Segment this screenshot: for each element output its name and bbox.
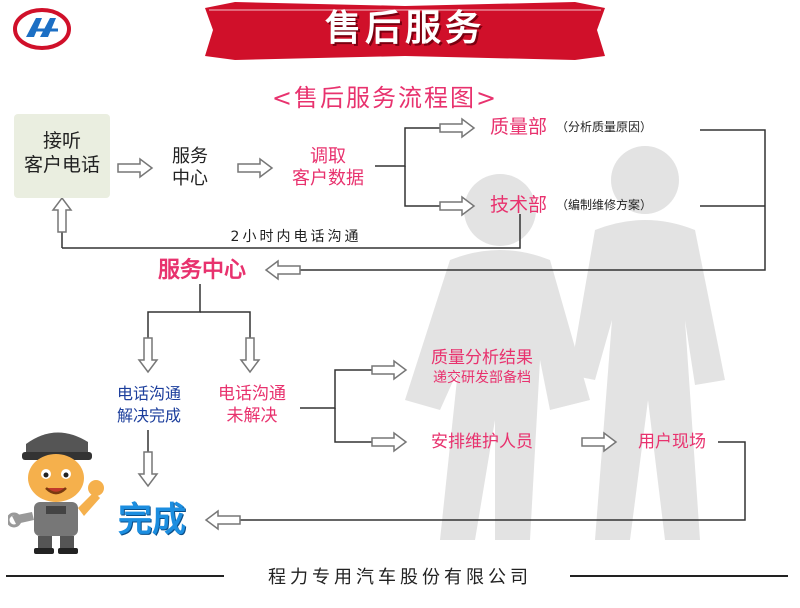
complete-label: 完成 <box>118 500 186 540</box>
footer-rule-right <box>570 575 788 577</box>
retrieve-line2: 客户数据 <box>292 168 364 189</box>
arrange-repair: 安排维护人员 <box>431 432 533 452</box>
service-center-main: 服务中心 <box>157 258 246 283</box>
footer-company: 程力专用汽车股份有限公司 <box>268 567 532 588</box>
quality-dept: 质量部 <box>490 116 548 138</box>
resolved-line1: 电话沟通 <box>116 384 181 403</box>
mechanic-mascot <box>8 432 104 554</box>
resolved-line2: 解决完成 <box>116 406 181 425</box>
footer-rule-left <box>6 575 224 577</box>
service-center-line1: 服务 <box>172 146 208 167</box>
company-logo <box>13 8 71 50</box>
customer-site: 用户现场 <box>638 432 706 452</box>
tech-note: （编制维修方案） <box>556 198 653 212</box>
quality-note: （分析质量原因） <box>556 120 653 134</box>
service-center-line2: 中心 <box>172 168 208 189</box>
unresolved-line1: 电话沟通 <box>218 384 286 404</box>
unresolved-line2: 未解决 <box>226 406 278 426</box>
family-silhouette <box>405 146 725 540</box>
tech-dept: 技术部 <box>490 194 548 216</box>
quality-result-line2: 递交研发部备档 <box>433 370 531 386</box>
call-line1: 接听 <box>42 130 81 152</box>
quality-result-line1: 质量分析结果 <box>431 348 533 368</box>
call-line2: 客户电话 <box>23 154 100 176</box>
node-answer-call: 接听 客户电话 <box>14 114 110 198</box>
retrieve-line1: 调取 <box>310 146 346 167</box>
title-banner <box>205 2 605 60</box>
flowchart-subtitle: <售后服务流程图> <box>271 84 499 112</box>
banner-title: 售后服务 <box>324 8 485 49</box>
two-hour-label: 2小时内电话沟通 <box>230 229 362 245</box>
